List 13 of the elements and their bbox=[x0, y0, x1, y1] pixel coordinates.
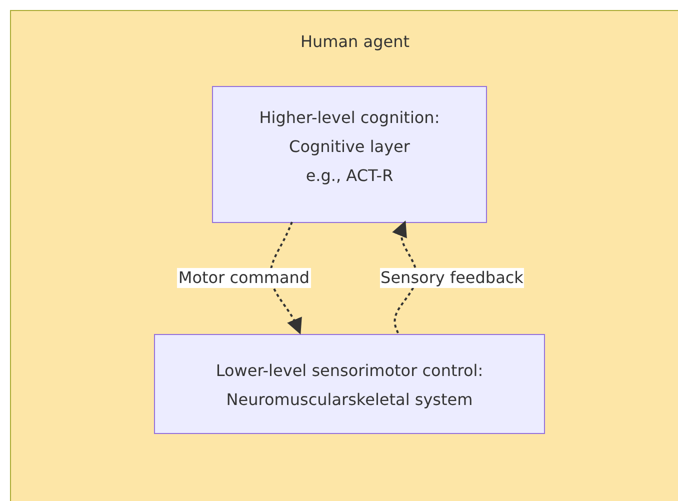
arrow bbox=[270, 222, 302, 334]
edge-label: Motor command bbox=[177, 268, 311, 288]
node-text: Neuromuscularskeletal system bbox=[226, 389, 473, 411]
group-box bbox=[10, 10, 678, 501]
group-title: Human agent bbox=[300, 31, 410, 53]
edge-label: Sensory feedback bbox=[380, 268, 524, 288]
process-box bbox=[212, 86, 487, 223]
process-box bbox=[154, 334, 545, 434]
node-text: e.g., ACT-R bbox=[306, 165, 394, 187]
node-text: Cognitive layer bbox=[289, 136, 410, 158]
node-text: Lower-level sensorimotor control: bbox=[216, 360, 484, 382]
arrow bbox=[392, 220, 418, 334]
node-text: Higher-level cognition: bbox=[259, 107, 440, 129]
